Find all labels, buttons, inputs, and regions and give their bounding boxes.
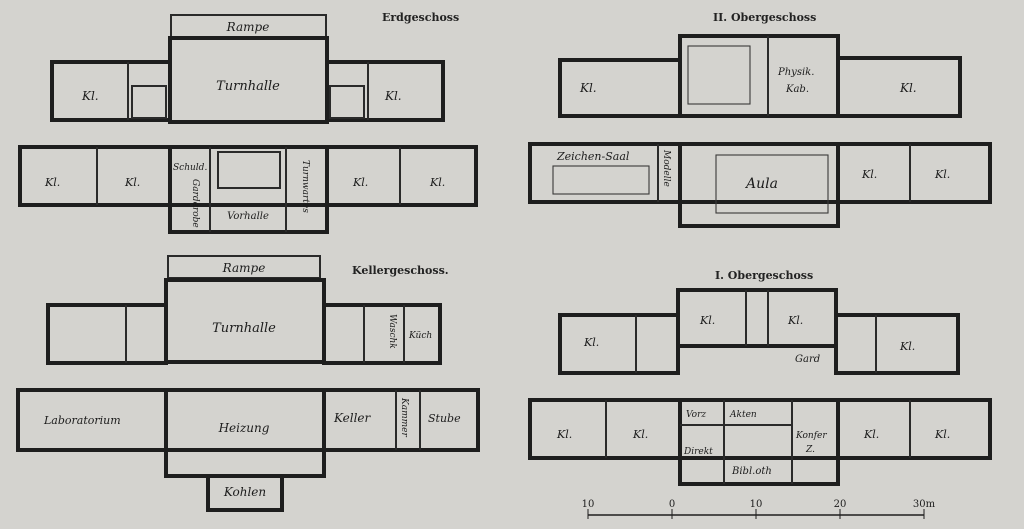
label-kl: Kl.	[384, 89, 402, 103]
label-kl: Kl.	[934, 168, 950, 181]
label-kl: Kl.	[352, 176, 368, 189]
lecture-seating	[687, 45, 751, 105]
scale-label: 0	[669, 499, 675, 510]
label-kl: Kl.	[861, 168, 877, 181]
label-direkt: Direkt	[683, 447, 713, 457]
label-keller: Keller	[333, 411, 372, 425]
drawing-tables	[552, 165, 650, 195]
label-kl: Kl.	[787, 314, 803, 327]
label-gard: Gard	[795, 354, 820, 365]
plan-title-erdgeschoss: Erdgeschoss	[382, 11, 459, 24]
label-waschk: Waschk	[387, 314, 397, 349]
label-kl: Kl.	[899, 81, 917, 95]
label-akten: Akten	[729, 410, 757, 420]
label-modelle: Modelle	[661, 149, 671, 187]
main-block-lower	[528, 398, 992, 460]
label-z: Z.	[805, 445, 815, 455]
label-physik: Physik.	[777, 67, 814, 78]
plan-obergeschoss-2: II. Obergeschoss Physik. Kab. Kl. Kl. Ze…	[528, 11, 992, 228]
aula-room	[678, 142, 840, 228]
scale-label: 20	[834, 499, 847, 510]
wing-upper-right	[836, 56, 962, 118]
label-kl: Kl.	[934, 428, 950, 441]
label-kohlen: Kohlen	[223, 485, 266, 499]
central-stair	[217, 151, 281, 189]
label-kl: Kl.	[699, 314, 715, 327]
label-kl: Kl.	[632, 428, 648, 441]
label-garderobe: Garderobe	[190, 179, 200, 228]
label-kl: Kl.	[583, 336, 599, 349]
label-kl: Kl.	[556, 428, 572, 441]
scale-label: 30m	[913, 499, 936, 510]
label-kab: Kab.	[785, 84, 809, 95]
plan-title-obergeschoss-2: II. Obergeschoss	[713, 11, 816, 24]
plan-title-obergeschoss-1: I. Obergeschoss	[715, 269, 813, 282]
main-block-lower	[18, 145, 478, 207]
admin-block	[678, 398, 840, 486]
label-schuldiener: Schuld.	[173, 163, 207, 173]
aula-seating	[715, 154, 829, 214]
staircase	[329, 85, 365, 119]
scale-label: 10	[582, 499, 595, 510]
label-kl: Kl.	[899, 340, 915, 353]
label-kl: Kl.	[44, 176, 60, 189]
wing-upper-left	[50, 60, 172, 122]
plan-kellergeschoss: Kellergeschoss. Rampe Turnhalle Waschk K…	[16, 255, 480, 512]
plan-title-kellergeschoss: Kellergeschoss.	[352, 264, 449, 277]
wing-upper-left	[46, 303, 168, 365]
label-kl: Kl.	[124, 176, 140, 189]
label-kuche: Küch	[408, 331, 432, 341]
scale-label: 10	[750, 499, 763, 510]
label-kammer: Kammer	[399, 397, 409, 437]
label-aula: Aula	[744, 176, 778, 192]
kohlen-room	[206, 474, 284, 512]
label-kl: Kl.	[429, 176, 445, 189]
scale-bar: 10 0 10 20 30m	[582, 499, 936, 519]
label-heizung: Heizung	[218, 421, 270, 435]
wing-upper-right	[325, 60, 445, 122]
staircase	[131, 85, 167, 119]
label-turnwart: Turnwartes	[300, 160, 310, 213]
label-vorhalle: Vorhalle	[227, 211, 269, 222]
label-bibliothek: Bibl.oth	[731, 466, 772, 477]
wing-upper-left	[558, 313, 680, 375]
label-kl: Kl.	[863, 428, 879, 441]
label-zeichensaal: Zeichen-Saal	[556, 150, 630, 163]
label-turnhalle: Turnhalle	[216, 79, 280, 94]
plan-obergeschoss-1: I. Obergeschoss Kl. Kl. Kl. Kl. Gard Kl.…	[528, 269, 992, 486]
wing-upper-left	[558, 58, 682, 118]
label-stube: Stube	[428, 412, 461, 425]
vorhalle-block	[168, 145, 329, 234]
plan-erdgeschoss: Erdgeschoss Rampe Turnhalle Kl. Kl. Kl. …	[18, 11, 478, 234]
label-vorz: Vorz	[686, 410, 706, 420]
label-kl: Kl.	[81, 89, 99, 103]
label-laboratorium: Laboratorium	[43, 414, 121, 427]
wing-upper-right	[834, 313, 960, 375]
label-kl: Kl.	[579, 81, 597, 95]
label-konfer: Konfer	[795, 431, 827, 441]
label-rampe: Rampe	[226, 20, 270, 34]
label-rampe: Rampe	[222, 261, 266, 275]
label-turnhalle: Turnhalle	[212, 321, 276, 336]
wing-upper-right	[322, 303, 442, 365]
